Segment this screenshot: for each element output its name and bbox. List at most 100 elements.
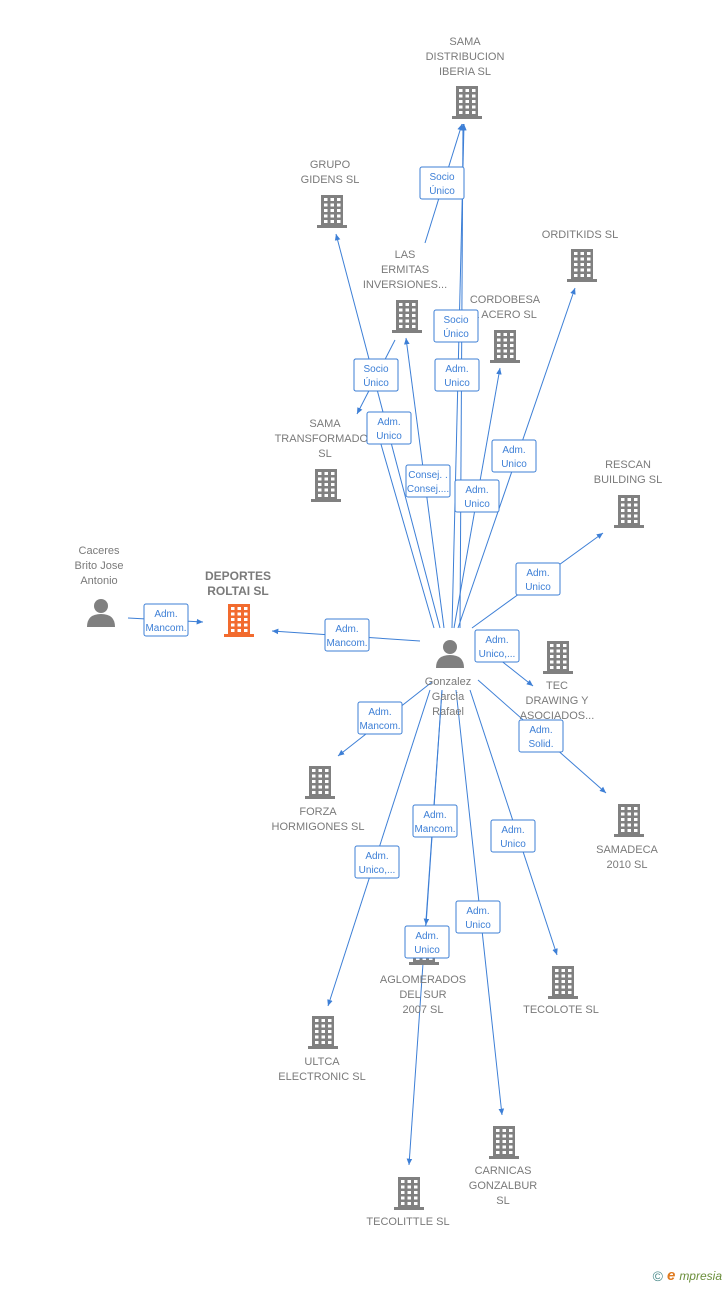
edge-label[interactable]: Adm.Unico	[515, 562, 561, 596]
node-label-line: Gonzalez	[425, 676, 471, 688]
node-forza[interactable]: FORZA HORMIGONES SL	[272, 766, 365, 833]
node-label-line: SAMADECA	[596, 844, 658, 856]
brand-name: mpresia	[679, 1268, 722, 1283]
node-label-line: ROLTAI SL	[207, 584, 269, 598]
node-label-line: DRAWING Y	[526, 695, 590, 707]
node-label-line: SL	[496, 1195, 509, 1207]
edge-label[interactable]: Adm.Unico	[366, 411, 412, 445]
edge-label-line: Unico	[465, 920, 491, 931]
node-label-line: AGLOMERADOS	[380, 974, 466, 986]
edge-label[interactable]: Adm.Mancom.	[357, 701, 403, 735]
building-icon[interactable]	[224, 604, 254, 637]
edge-label[interactable]: Adm.Mancom.	[412, 804, 458, 838]
edge-label-line: Adm.	[365, 851, 388, 862]
edge-label[interactable]: Adm.Mancom.	[324, 618, 370, 652]
edge-label[interactable]: Adm.Unico	[404, 925, 450, 959]
edge-label[interactable]: Adm. Unico	[455, 900, 501, 934]
node-label-line: DEL SUR	[399, 989, 446, 1001]
node-label-line: TECOLITTLE SL	[366, 1216, 449, 1228]
edge-label-line: Adm.	[445, 364, 468, 375]
node-tec_drawing[interactable]: TEC DRAWING Y ASOCIADOS...	[520, 641, 595, 722]
building-icon[interactable]	[305, 766, 335, 799]
edge-label-line: Adm.	[154, 609, 177, 620]
edge-label-line: Adm.	[529, 725, 552, 736]
node-tecolote[interactable]: TECOLOTE SL	[523, 966, 599, 1016]
building-icon[interactable]	[452, 86, 482, 119]
edge-label[interactable]: Consej. .Consej....	[405, 464, 451, 498]
node-label-line: L ACERO SL	[473, 309, 537, 321]
person-icon[interactable]	[87, 599, 115, 627]
edge-label[interactable]: Adm.Solid.	[518, 719, 564, 753]
edge-label-line: Socio	[443, 315, 468, 326]
node-label-line: HORMIGONES SL	[272, 821, 365, 833]
node-label-line: Caceres	[79, 545, 120, 557]
node-label-line: Garcia	[432, 691, 465, 703]
edge-label-line: Único	[429, 184, 455, 197]
node-orditkids[interactable]: ORDITKIDS SL	[542, 229, 618, 282]
person-icon[interactable]	[436, 640, 464, 668]
edge-label[interactable]: Adm.Mancom.	[143, 603, 189, 637]
building-icon[interactable]	[614, 495, 644, 528]
node-label-line: ASOCIADOS...	[520, 710, 595, 722]
node-tecolittle[interactable]: TECOLITTLE SL	[366, 1177, 450, 1228]
node-label-line: Brito Jose	[75, 560, 124, 572]
edge-label[interactable]: Adm. Unico,...	[474, 629, 520, 663]
building-icon[interactable]	[489, 1126, 519, 1159]
edge-label[interactable]: Adm. Unico	[434, 358, 480, 392]
node-label-line: SL	[318, 448, 331, 460]
edge-label-line: Socio	[429, 172, 454, 183]
building-icon[interactable]	[614, 804, 644, 837]
building-icon[interactable]	[308, 1016, 338, 1049]
node-label-line: DISTRIBUCION	[426, 51, 505, 63]
building-icon[interactable]	[392, 300, 422, 333]
edge-label[interactable]: Adm.Unico	[454, 479, 500, 513]
edge-label-line: Mancom.	[414, 824, 455, 835]
node-label-line: GIDENS SL	[301, 174, 360, 186]
edge-label-line: Unico	[464, 499, 490, 510]
node-label-line: GONZALBUR	[469, 1180, 538, 1192]
edge-label-line: Adm.	[335, 624, 358, 635]
building-icon[interactable]	[548, 966, 578, 999]
building-icon[interactable]	[394, 1177, 424, 1210]
edge-label[interactable]: Adm.Unico	[491, 439, 537, 473]
node-label-line: FORZA	[299, 806, 337, 818]
edge-label[interactable]: Adm. Unico,...	[354, 845, 400, 879]
edge-label-line: Único	[443, 327, 469, 340]
edge-label-line: Adm.	[466, 906, 489, 917]
node-label-line: TEC	[546, 680, 568, 692]
edge-label-line: Unico,...	[479, 649, 516, 660]
node-las_ermitas[interactable]: LASERMITASINVERSIONES...	[363, 249, 447, 333]
building-icon[interactable]	[311, 469, 341, 502]
edge-label[interactable]: Adm.Unico	[490, 819, 536, 853]
node-label-line: TRANSFORMADOS	[275, 433, 376, 445]
building-icon[interactable]	[543, 641, 573, 674]
edge-label-line: Consej....	[407, 484, 449, 495]
node-label-line: BUILDING SL	[594, 474, 662, 486]
building-icon[interactable]	[490, 330, 520, 363]
building-icon[interactable]	[317, 195, 347, 228]
edge-label-line: Adm.	[415, 931, 438, 942]
node-label-line: Rafael	[432, 706, 464, 718]
edge-label-line: Mancom.	[359, 721, 400, 732]
building-icon[interactable]	[567, 249, 597, 282]
node-label-line: Antonio	[80, 575, 117, 587]
edge-label-line: Unico	[444, 378, 470, 389]
edge-label-line: Unico,...	[359, 865, 396, 876]
edge-label-line: Adm.	[485, 635, 508, 646]
edge-label-line: Unico	[500, 839, 526, 850]
